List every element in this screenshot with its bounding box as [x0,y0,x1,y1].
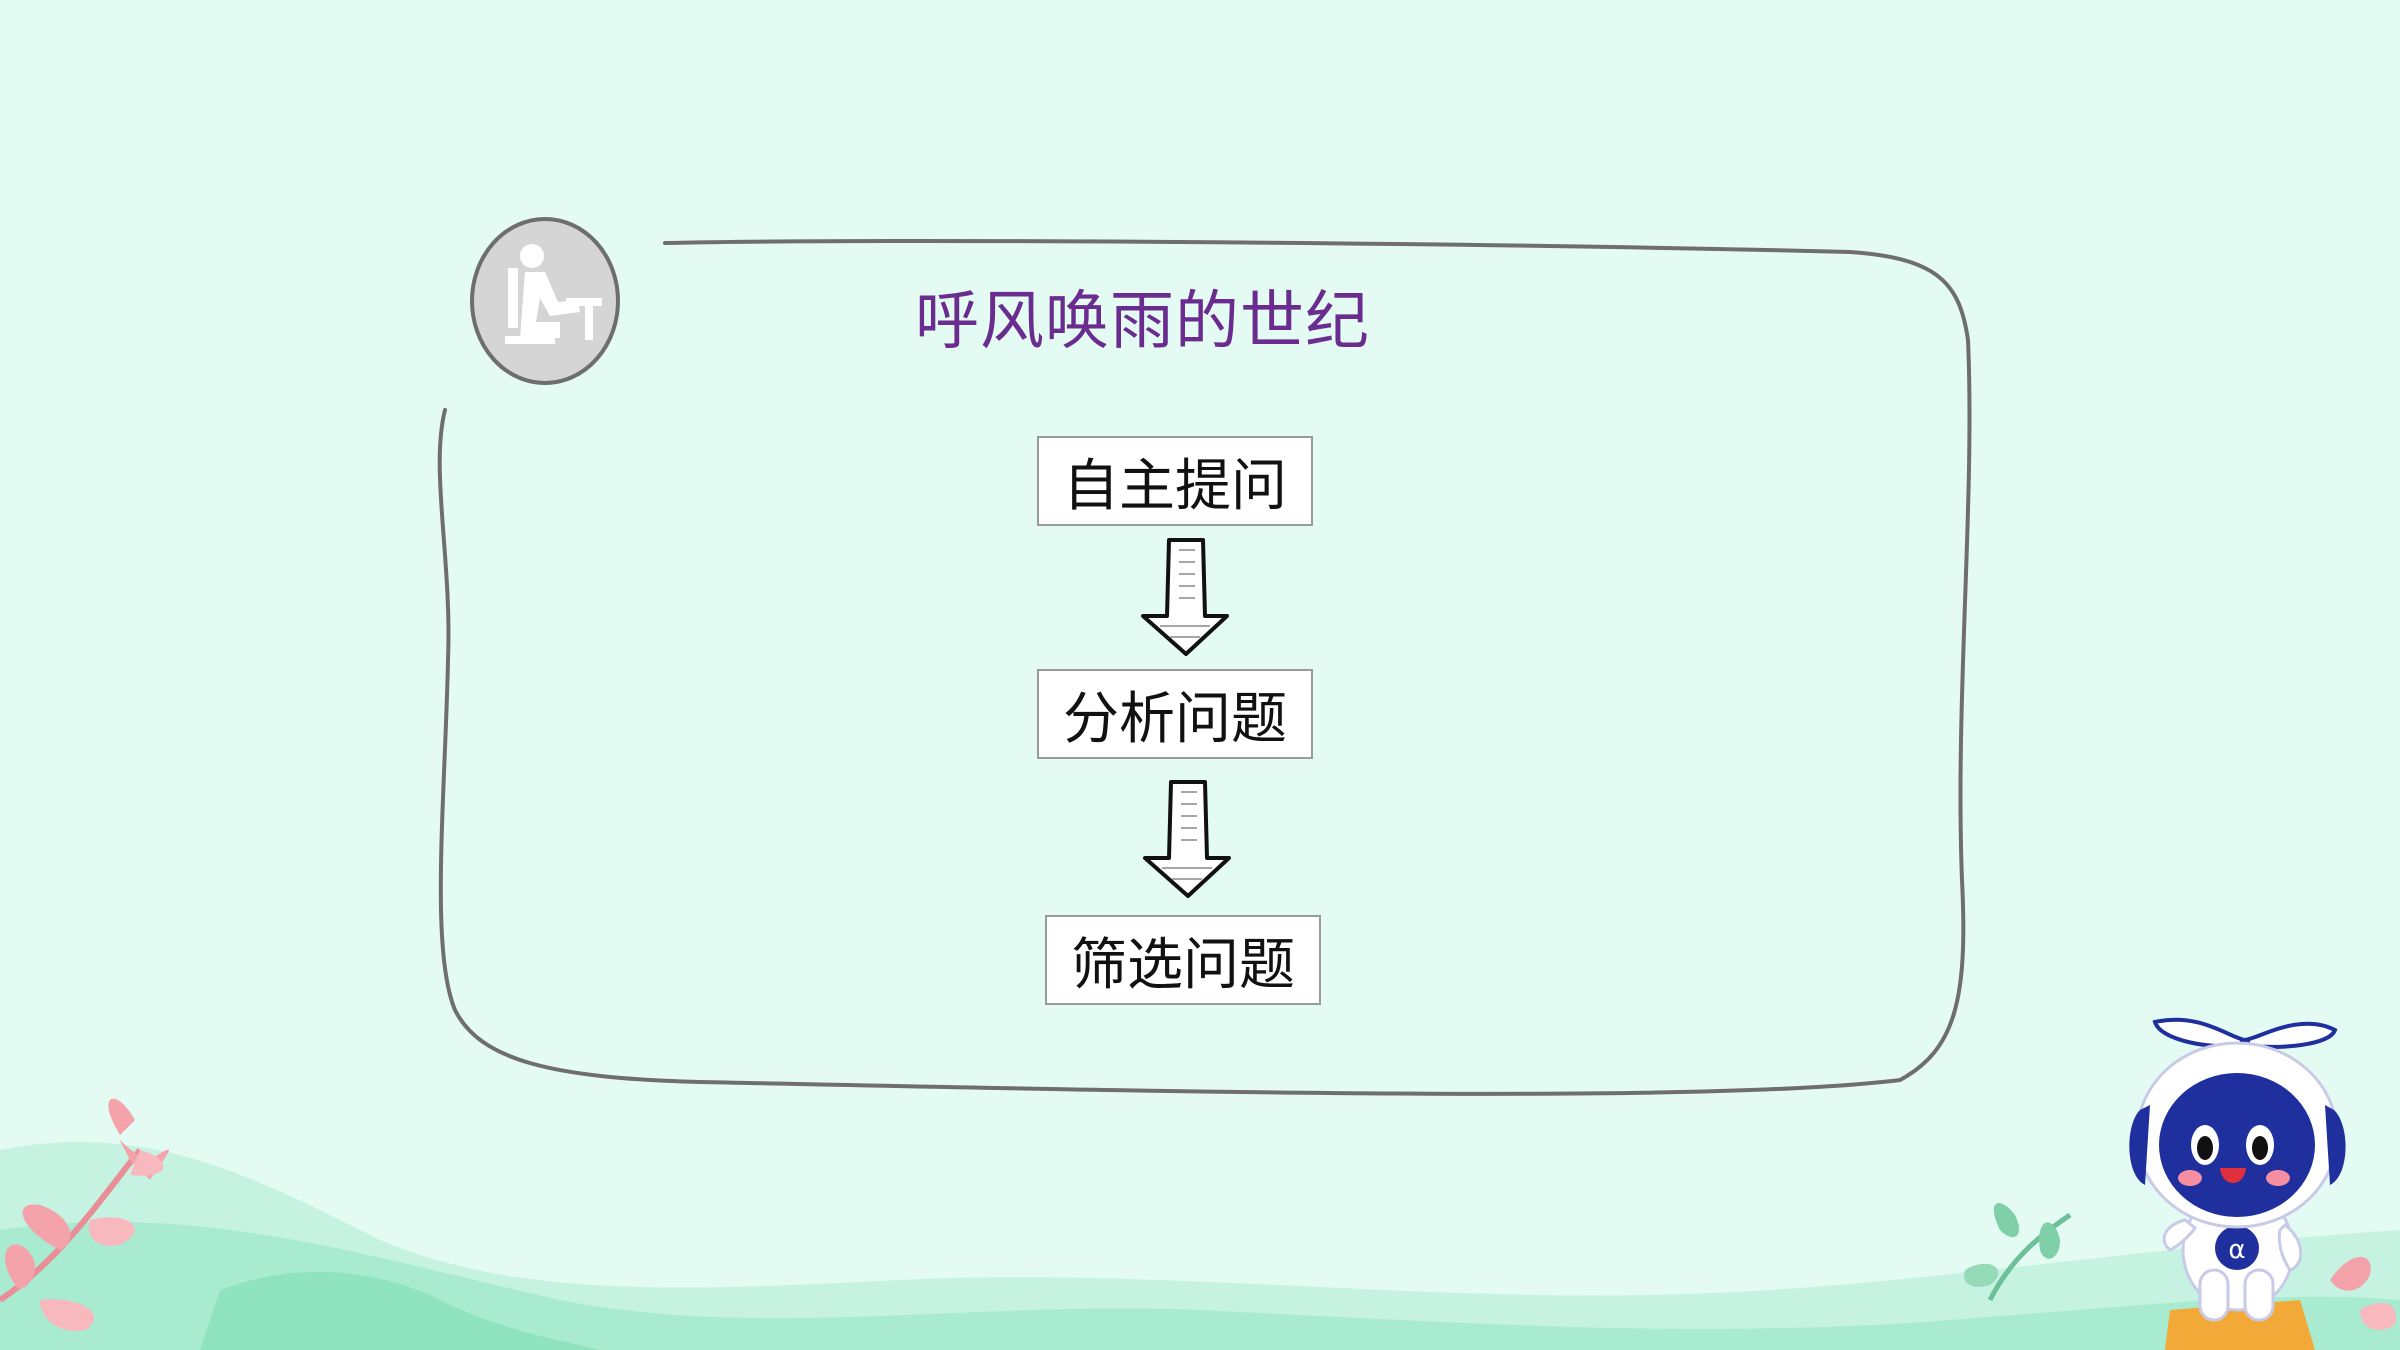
sketch-frame [437,239,1972,1096]
down-arrow-icon [1141,538,1229,656]
flow-step-filter: 筛选问题 [1045,915,1321,1005]
page-title: 呼风唤雨的世纪 [915,285,1370,359]
flow-step-ask: 自主提问 [1037,436,1313,526]
down-arrow-icon [1143,780,1231,898]
bottom-hills [0,1142,2400,1350]
svg-text:α: α [2228,1235,2245,1265]
flow-step-analyze: 分析问题 [1037,669,1313,759]
green-leaves-right [1964,1203,2396,1330]
robot-mascot: α [2129,1017,2346,1350]
pink-leaves-left [0,1098,169,1331]
student-at-desk-icon [470,217,620,385]
